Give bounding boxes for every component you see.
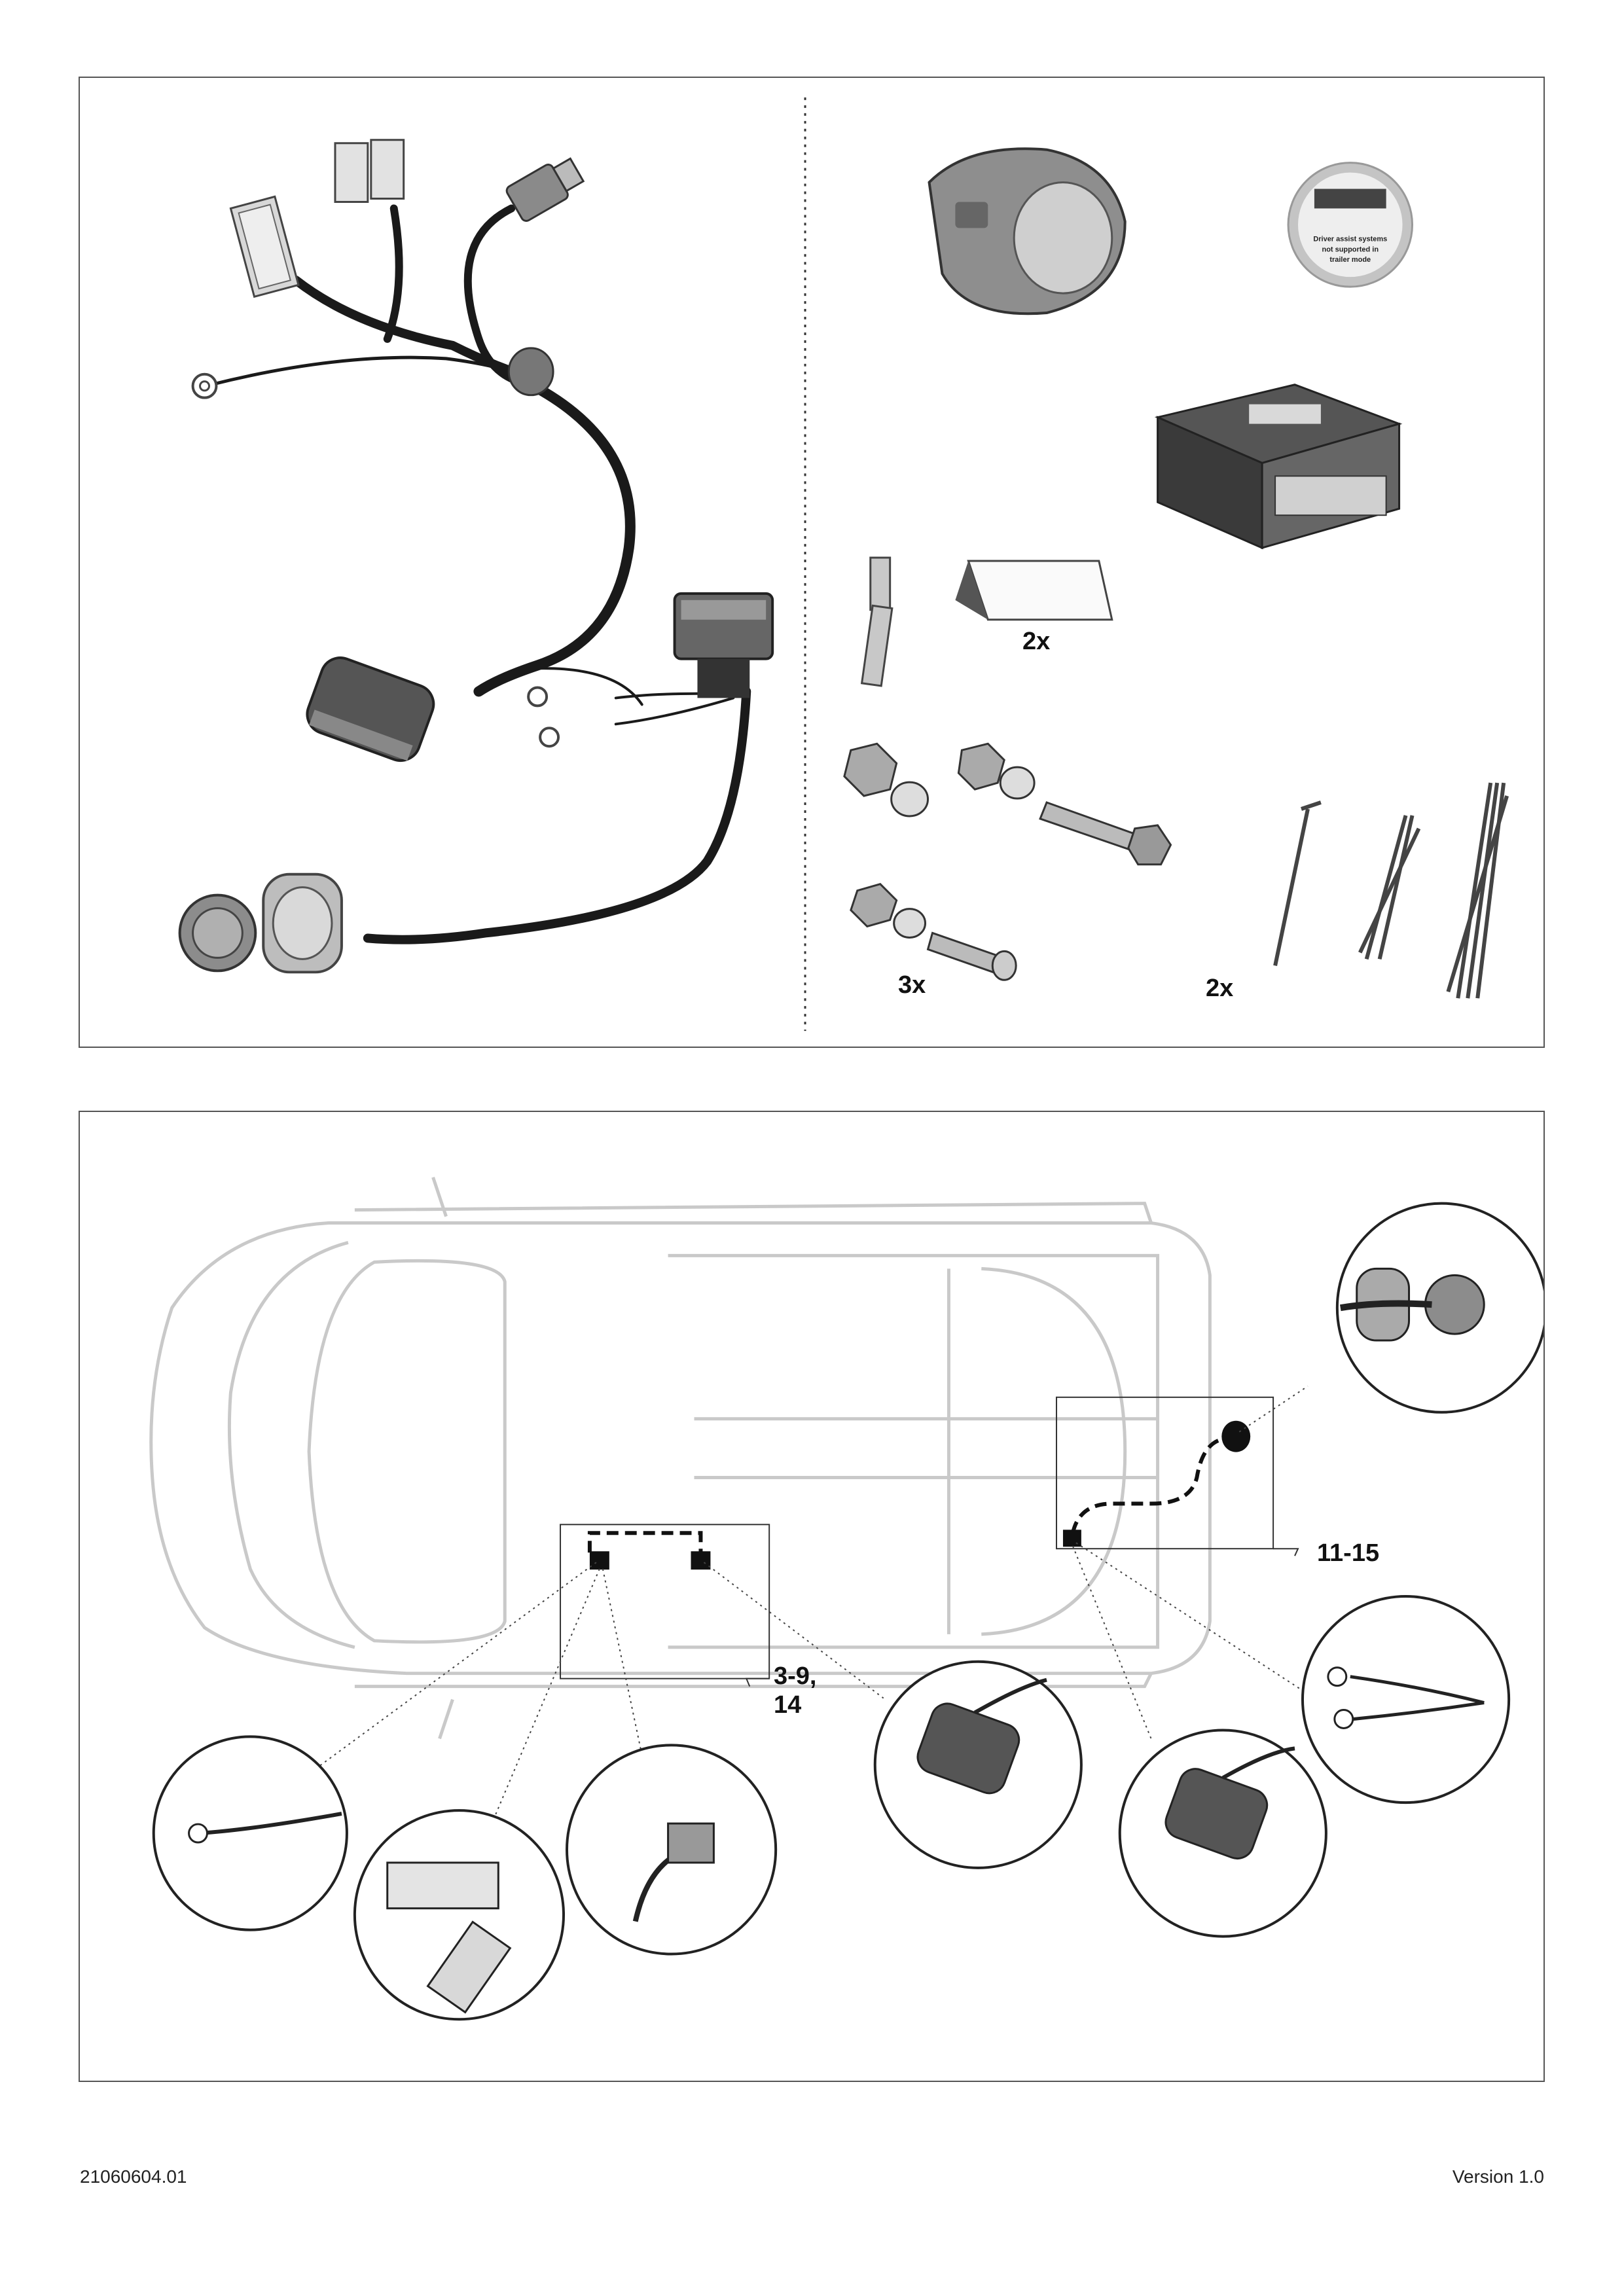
detail-ground-terminals [1301, 1595, 1511, 1804]
detail-ground-terminal [152, 1735, 348, 1931]
document-number: 21060604.01 [80, 2166, 187, 2187]
qty-screws: 3x [898, 971, 926, 999]
qty-film: 2x [1022, 628, 1051, 655]
routing-cables [587, 1436, 1230, 1553]
step-front-label-1: 3-9, [774, 1662, 817, 1690]
adhesive-film [955, 560, 1113, 621]
step-rear-label: 11-15 [1317, 1539, 1380, 1567]
ground-bracket [860, 556, 893, 687]
routing-boxes [560, 1396, 1274, 1679]
installation-panel: 11-15 3-9, 14 [79, 1111, 1545, 2082]
version-label: Version 1.0 [1452, 2166, 1544, 2187]
vehicle-layout-illustration [149, 1176, 1543, 2021]
step-front-label-2: 14 [774, 1691, 802, 1719]
leader-lines [312, 1386, 1308, 1824]
detail-contents [188, 1267, 1485, 2014]
qty-ties: 2x [1206, 975, 1234, 1002]
socket-plug [178, 872, 343, 974]
connector-fuse-pair [334, 139, 405, 203]
hardware-set [843, 742, 1172, 981]
ring-terminal-1 [191, 372, 218, 399]
kit-contents-illustration: Driver assist systems not supported in t… [178, 97, 1509, 1031]
connector-rear [673, 592, 774, 698]
control-module [1154, 384, 1403, 550]
trailer-socket [928, 147, 1127, 315]
sticker-line-2: not supported in [1322, 245, 1379, 253]
sticker-line-3: trailer mode [1329, 256, 1371, 264]
connector-small [505, 157, 585, 222]
detail-circles [152, 1202, 1543, 2021]
ring-terminal-2 [527, 686, 560, 748]
warning-sticker: Driver assist systems not supported in t… [1287, 162, 1414, 288]
sticker-line-1: Driver assist systems [1313, 235, 1387, 243]
connector-16pin [229, 195, 300, 298]
connector-markers [589, 1420, 1251, 1570]
vehicle-outline [149, 1176, 1212, 1740]
kit-contents-panel: Driver assist systems not supported in t… [79, 77, 1545, 1048]
wiring-harness [209, 204, 751, 944]
cable-ties [1273, 782, 1509, 999]
grommet [507, 347, 554, 397]
connector-lamp [306, 656, 435, 762]
